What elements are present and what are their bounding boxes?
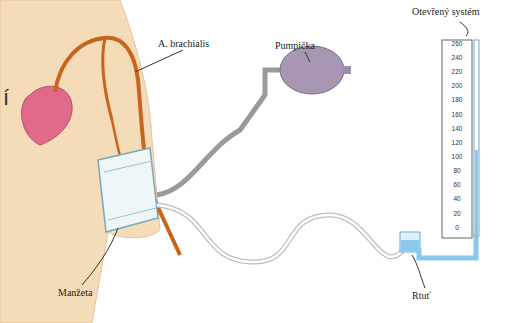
glass-tube xyxy=(474,40,479,236)
pump-bulb xyxy=(280,46,344,94)
mercury xyxy=(401,240,419,251)
scale-number: 140 xyxy=(452,126,463,133)
leader-line xyxy=(135,50,183,72)
scale-number: 40 xyxy=(453,196,460,203)
leader-line xyxy=(412,255,425,288)
manometer-scale xyxy=(442,40,472,238)
callout-label: A. brachialis xyxy=(158,38,209,49)
tube-inner xyxy=(157,205,405,262)
tube-to-pump xyxy=(157,70,285,195)
pump-valve xyxy=(343,66,351,74)
heart xyxy=(22,86,73,145)
callout-label: Rtuť xyxy=(412,290,431,301)
scale-number: 240 xyxy=(452,55,463,62)
callout-label: Manžeta xyxy=(58,287,92,298)
scale-number: 120 xyxy=(452,140,463,147)
scale-number: 20 xyxy=(453,211,460,218)
scale-number: 160 xyxy=(452,112,463,119)
partial-text: í xyxy=(3,86,9,110)
scale-number: 200 xyxy=(452,83,463,90)
callout-label: Otevřený systém xyxy=(412,6,480,17)
scale-number: 80 xyxy=(453,168,460,175)
mercury-column xyxy=(475,150,478,236)
artery-brachialis xyxy=(55,38,180,255)
tube-to-manometer xyxy=(157,205,405,262)
scale-number: 100 xyxy=(452,154,463,161)
leader-line xyxy=(82,228,118,285)
scale-number: 180 xyxy=(452,97,463,104)
scale-number: 60 xyxy=(453,182,460,189)
cuff-band xyxy=(104,161,156,220)
scale-number: 260 xyxy=(452,41,463,48)
callout-label: Pumpička xyxy=(275,40,315,51)
leader-line xyxy=(460,22,468,36)
leader-line xyxy=(305,52,310,62)
artery-branch xyxy=(103,38,112,120)
scale-number: 0 xyxy=(455,225,459,232)
cuff xyxy=(98,148,158,232)
scale-number: 220 xyxy=(452,69,463,76)
